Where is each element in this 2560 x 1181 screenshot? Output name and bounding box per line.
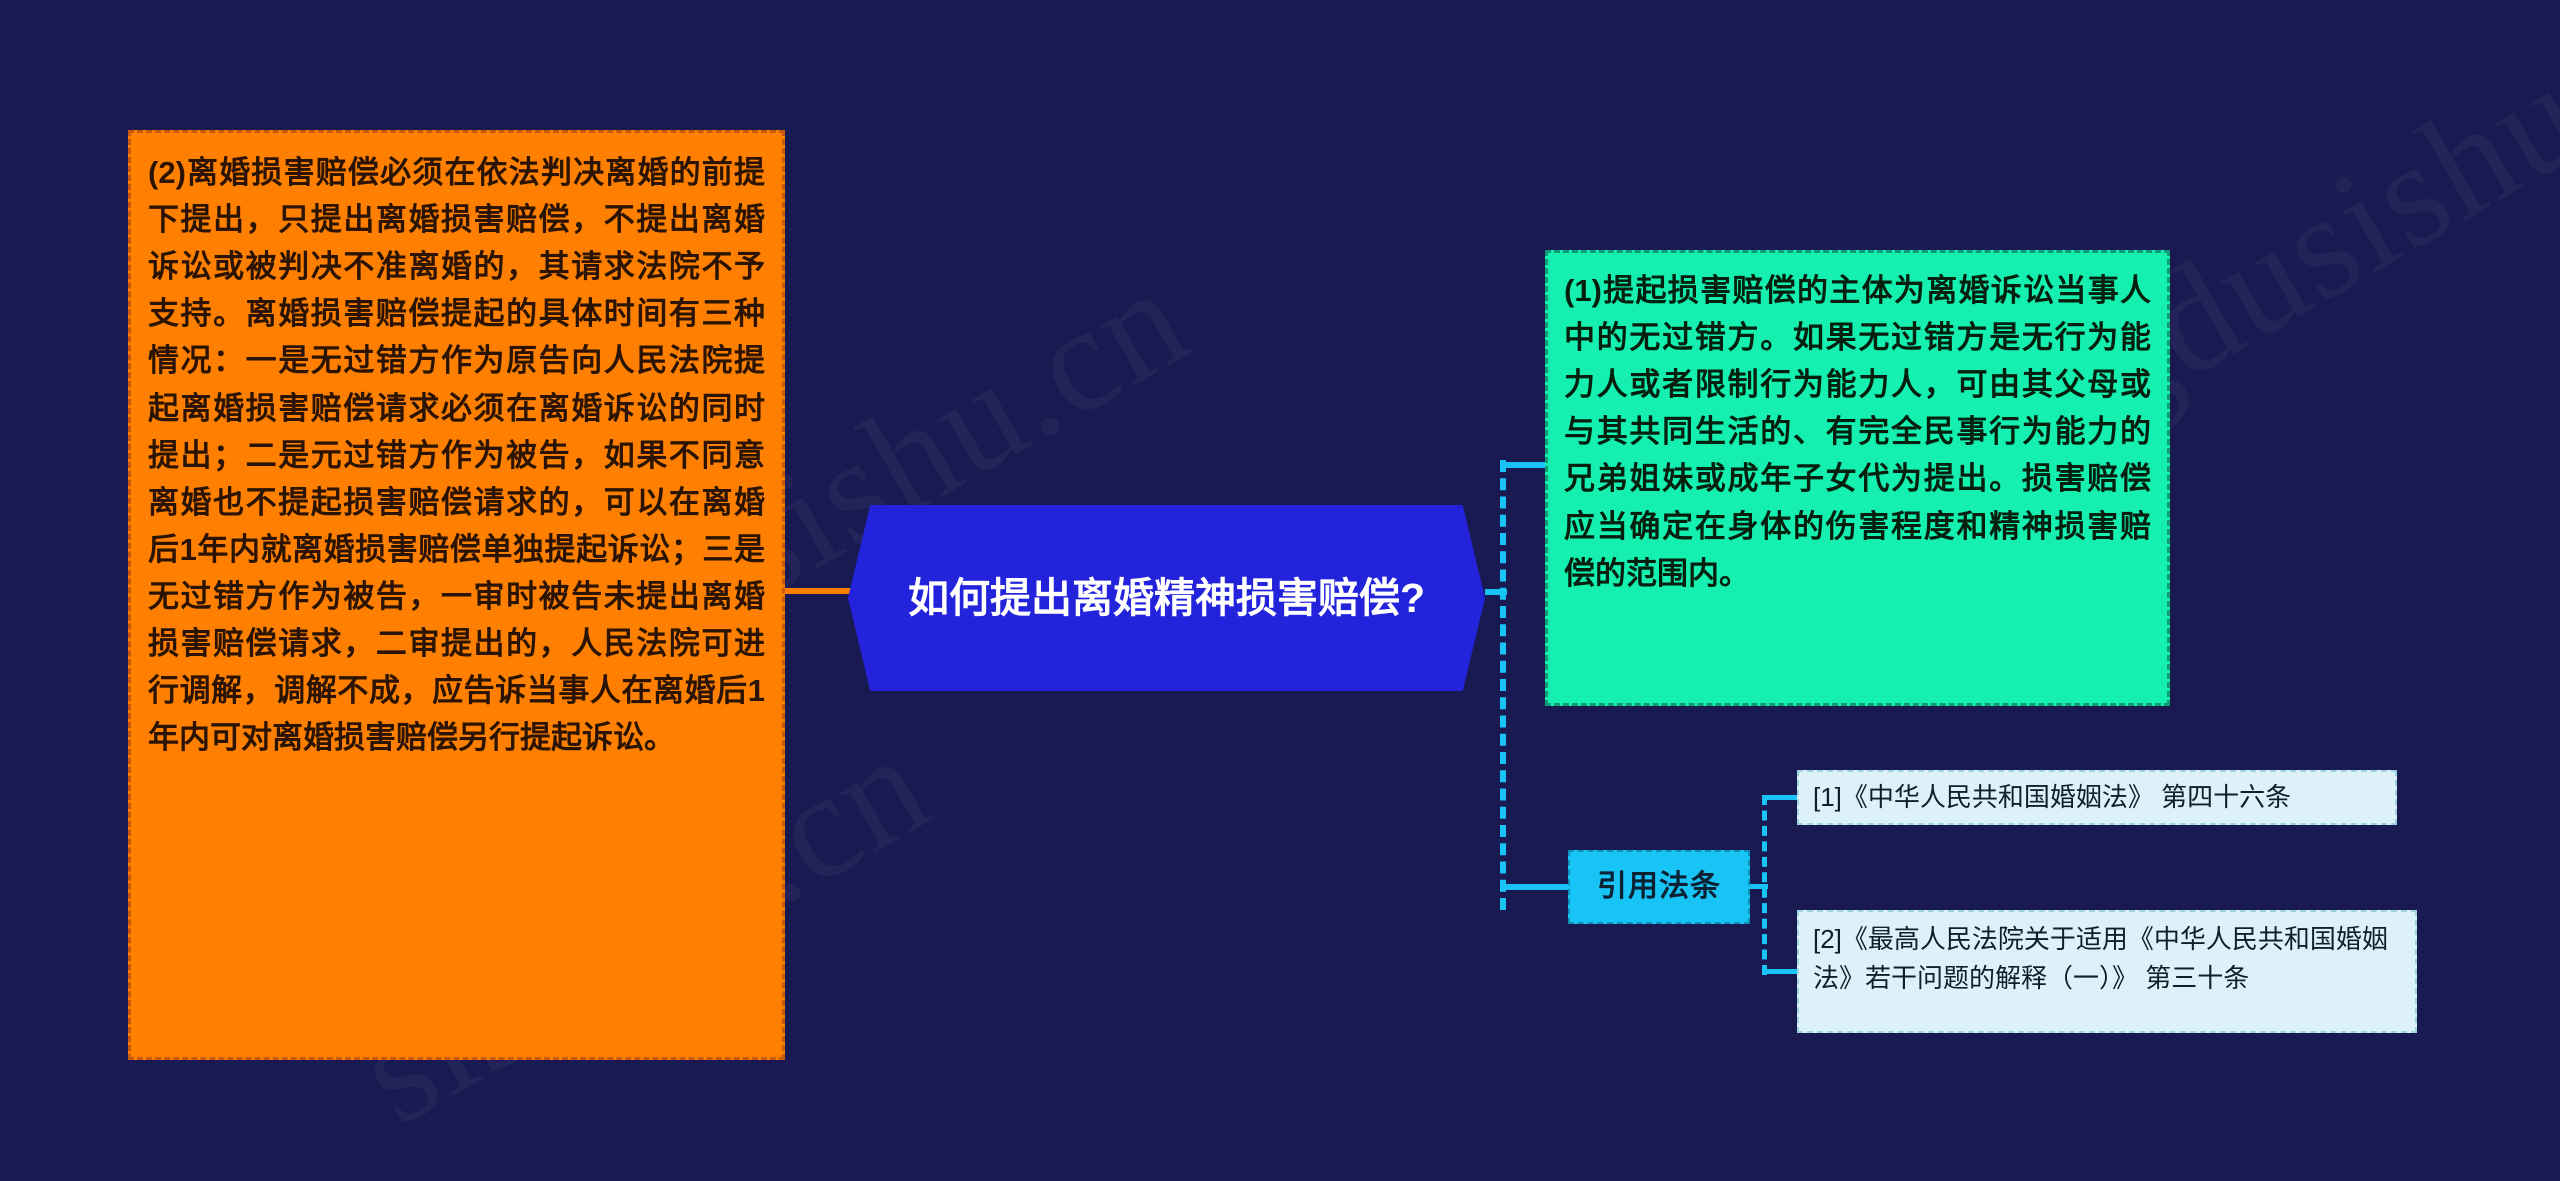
connector-trunk-to-references-node [1500,884,1570,890]
connector-center-to-left-branch [785,588,853,594]
connector-references-to-subtrunk [1750,884,1768,889]
center-topic-title: 如何提出离婚精神损害赔偿? [907,574,1426,621]
connector-subtrunk-to-reference-1 [1762,795,1800,800]
connector-references-subtrunk [1762,795,1767,975]
center-topic-node[interactable]: 如何提出离婚精神损害赔偿? [848,505,1485,691]
connector-subtrunk-to-reference-2 [1762,969,1800,974]
connector-right-trunk [1500,460,1506,910]
reference-item-2[interactable]: [2]《最高人民法院关于适用《中华人民共和国婚姻法》若干问题的解释（一）》 第三… [1797,910,2417,1033]
reference-item-1[interactable]: [1]《中华人民共和国婚姻法》 第四十六条 [1797,770,2397,825]
right-detail-node[interactable]: (1)提起损害赔偿的主体为离婚诉讼当事人中的无过错方。如果无过错方是无行为能力人… [1545,250,2170,706]
connector-center-to-right-trunk [1485,589,1507,595]
references-label-node[interactable]: 引用法条 [1568,850,1750,924]
connector-trunk-to-detail-node [1500,462,1546,468]
left-branch-node[interactable]: (2)离婚损害赔偿必须在依法判决离婚的前提下提出，只提出离婚损害赔偿，不提出离婚… [128,130,785,1060]
